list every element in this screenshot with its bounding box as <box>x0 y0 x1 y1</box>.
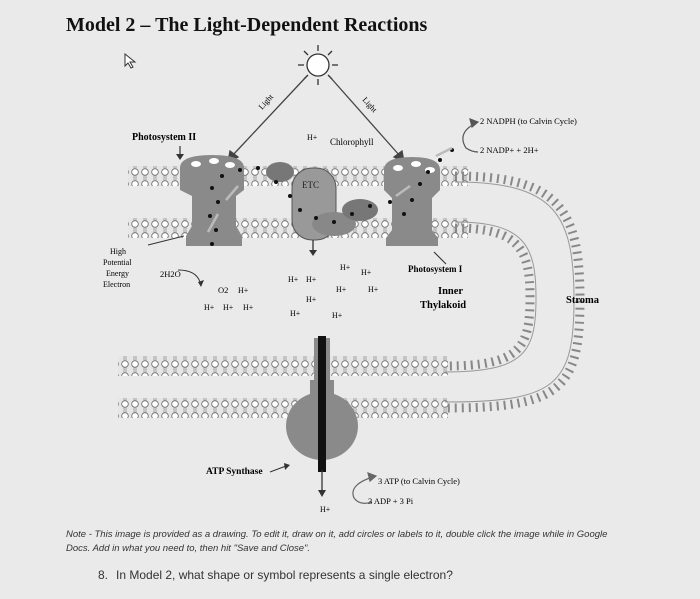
atp-label: 3 ATP (to Calvin Cycle) <box>378 476 460 486</box>
svg-text:H+: H+ <box>243 303 254 312</box>
question-number: 8. <box>98 568 109 582</box>
etc-label: ETC <box>302 180 319 190</box>
svg-text:H+: H+ <box>306 295 317 304</box>
atp-synthase-label: ATP Synthase <box>206 467 263 477</box>
svg-text:H+: H+ <box>238 286 249 295</box>
water-label: 2H2O <box>160 269 181 279</box>
svg-text:H+: H+ <box>288 275 299 284</box>
proton-labels: H+ H+ H+ H+ H+ H+ H+ H+ H+ H+ H+ H+ H+ H… <box>204 263 379 514</box>
svg-text:H+: H+ <box>336 285 347 294</box>
stroma-label: Stroma <box>566 295 600 306</box>
svg-text:H+: H+ <box>320 505 331 514</box>
electron-arrows <box>206 146 453 233</box>
page-title: Model 2 – The Light-Dependent Reactions <box>66 14 428 36</box>
svg-text:H+: H+ <box>361 268 372 277</box>
svg-text:H+: H+ <box>204 303 215 312</box>
inner-thylakoid-label-1: Inner <box>438 286 463 297</box>
question-8: 8. In Model 2, what shape or symbol repre… <box>98 568 453 582</box>
light-label-right: Light <box>361 95 380 114</box>
high-potential-4: Electron <box>103 280 130 289</box>
note-text: Note - This image is provided as a drawi… <box>66 529 608 554</box>
electron-path <box>208 148 454 246</box>
light-label-left: Light <box>257 92 276 111</box>
photosystem-ii <box>180 155 244 246</box>
svg-text:H+: H+ <box>306 275 317 284</box>
adp-label: 3 ADP + 3 Pi <box>368 496 414 506</box>
curved-membrane <box>444 171 585 413</box>
chlorophyll-label: Chlorophyll <box>330 137 374 147</box>
photosystem-i-label: Photosystem I <box>408 264 463 274</box>
light-reactions-diagram: Light Light ETC <box>103 45 600 514</box>
question-text: In Model 2, what shape or symbol represe… <box>116 568 453 582</box>
svg-text:H+: H+ <box>340 263 351 272</box>
svg-text:H+: H+ <box>290 309 301 318</box>
high-potential-1: High <box>110 247 126 256</box>
nadph-arrow <box>462 118 480 153</box>
h-plus-top: H+ <box>307 133 318 142</box>
photosystem-ii-label: Photosystem II <box>132 132 196 143</box>
light-arrows <box>227 76 405 164</box>
atp-synthase <box>286 336 358 472</box>
cursor-icon <box>124 53 137 69</box>
svg-text:H+: H+ <box>223 303 234 312</box>
high-potential-2: Potential <box>103 258 132 267</box>
lower-membrane <box>118 356 448 418</box>
svg-text:H+: H+ <box>368 285 379 294</box>
nadp-label: 2 NADP+ + 2H+ <box>480 145 539 155</box>
oxygen-label: O2 <box>218 285 228 295</box>
high-potential-3: Energy <box>106 269 129 278</box>
nadph-label: 2 NADPH (to Calvin Cycle) <box>480 116 577 126</box>
svg-text:H+: H+ <box>332 311 343 320</box>
atp-arrow <box>352 472 378 504</box>
inner-thylakoid-label-2: Thylakoid <box>420 300 466 311</box>
